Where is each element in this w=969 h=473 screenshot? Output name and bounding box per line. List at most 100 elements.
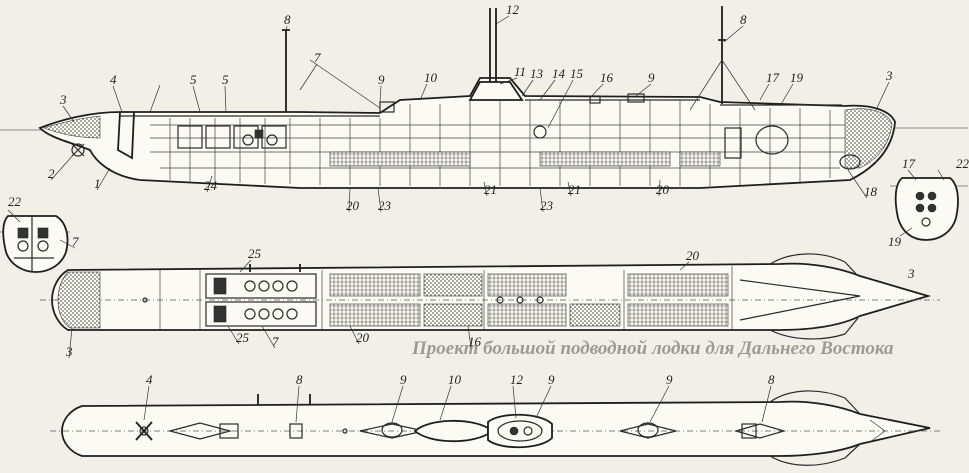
- callout-number: 25: [236, 330, 250, 345]
- callout-leader: [875, 81, 890, 111]
- callout-leader: [649, 385, 670, 423]
- callout-leader: [295, 385, 300, 423]
- callout-leader: [467, 325, 472, 349]
- callout-number: 24: [204, 178, 218, 193]
- drawing-caption: Проект большой подводной лодки для Дальн…: [411, 338, 894, 359]
- callout-number: 19: [790, 70, 804, 85]
- callout-leader: [227, 325, 240, 345]
- callout-leader: [68, 327, 73, 359]
- callout-number: 25: [248, 246, 262, 261]
- callout-number: 3: [907, 266, 915, 281]
- plan-battery-6: [627, 303, 729, 327]
- cross-section-stern: [0, 209, 70, 273]
- callout-number: 3: [885, 68, 893, 83]
- plan-battery-5: [627, 273, 729, 297]
- callout-leader: [143, 385, 150, 421]
- callout-number: 22: [956, 156, 969, 171]
- callout-leader: [439, 385, 452, 421]
- callout-number: 20: [656, 182, 670, 197]
- callout-leader: [535, 385, 552, 419]
- callout-number: 9: [648, 70, 655, 85]
- callout-number: 12: [506, 2, 520, 17]
- plan-battery-4: [487, 303, 567, 327]
- plan-battery-2: [329, 303, 421, 327]
- callout-leader: [59, 239, 76, 249]
- callout-leader: [499, 77, 518, 85]
- callout-leader: [658, 179, 661, 197]
- callout-leader: [483, 181, 488, 197]
- top-hatch-1: [381, 422, 403, 438]
- callout-leader: [635, 83, 652, 97]
- callout-leader: [96, 167, 111, 191]
- callout-number: 23: [378, 198, 392, 213]
- callout-number: 5: [222, 72, 229, 87]
- aft-mast: [282, 29, 290, 112]
- callout-leader: [539, 79, 556, 101]
- callout-number: 7: [314, 50, 321, 65]
- callout-number: 3: [59, 92, 67, 107]
- callout-number: 17: [902, 156, 916, 171]
- callout-leader: [62, 105, 75, 123]
- callout-number: 3: [65, 344, 73, 359]
- stern-torpedo-room: [43, 115, 101, 139]
- plan-battery-1: [329, 273, 421, 297]
- callout-number: 15: [570, 66, 584, 81]
- conning-tower: [468, 81, 524, 101]
- plan-diesel-engines: [205, 273, 317, 327]
- callout-leader: [112, 85, 123, 113]
- callout-leader: [391, 385, 404, 423]
- callout-number: 16: [600, 70, 614, 85]
- plan-section-view: [40, 253, 940, 340]
- callout-leader: [723, 25, 744, 43]
- callout-number: 13: [530, 66, 544, 81]
- top-hatch-2: [637, 422, 659, 438]
- callout-leader: [285, 25, 288, 35]
- callout-number: 7: [272, 334, 279, 349]
- callout-number: 21: [568, 182, 581, 197]
- callout-number: 20: [356, 330, 370, 345]
- callout-leader: [761, 385, 772, 423]
- callout-number: 20: [346, 198, 360, 213]
- callout-leader: [759, 83, 770, 101]
- callout-leader: [539, 187, 544, 213]
- callout-number: 12: [510, 372, 524, 387]
- callout-number: 8: [768, 372, 775, 387]
- callout-number: 22: [8, 194, 22, 209]
- callout-leader: [349, 325, 360, 345]
- top-deck-view: [50, 390, 940, 466]
- callout-leader: [192, 85, 201, 113]
- callout-number: 1: [94, 176, 101, 191]
- callout-number: 18: [864, 184, 878, 199]
- top-stern-planes: [135, 421, 153, 441]
- callout-leader: [348, 187, 351, 213]
- callout-number: 9: [548, 372, 555, 387]
- callout-leader: [377, 187, 382, 213]
- stern-propeller: [71, 143, 85, 157]
- profile-battery-aft: [679, 151, 721, 167]
- callout-leader: [206, 175, 213, 193]
- bow-plane-housing: [839, 154, 861, 170]
- callout-leader: [547, 79, 574, 129]
- callout-leader: [224, 85, 227, 113]
- plan-stern-torpedo-room: [57, 271, 101, 329]
- callout-number: 5: [190, 72, 197, 87]
- callout-leader: [419, 83, 428, 101]
- callout-leader: [679, 261, 690, 271]
- cross-section-bow: [890, 169, 968, 241]
- callout-number: 10: [424, 70, 438, 85]
- bow-torpedo-room: [844, 108, 893, 169]
- callout-leader: [567, 181, 572, 197]
- callout-leader: [512, 385, 517, 419]
- callout-number: 17: [766, 70, 780, 85]
- stern-rudder: [117, 111, 135, 160]
- callout-number: 20: [686, 248, 700, 263]
- callout-leader: [589, 83, 604, 99]
- callout-leader: [299, 63, 318, 91]
- callout-leader: [779, 83, 794, 107]
- callout-number: 21: [484, 182, 497, 197]
- side-profile-view: [0, 6, 968, 189]
- callout-number: 19: [888, 234, 902, 249]
